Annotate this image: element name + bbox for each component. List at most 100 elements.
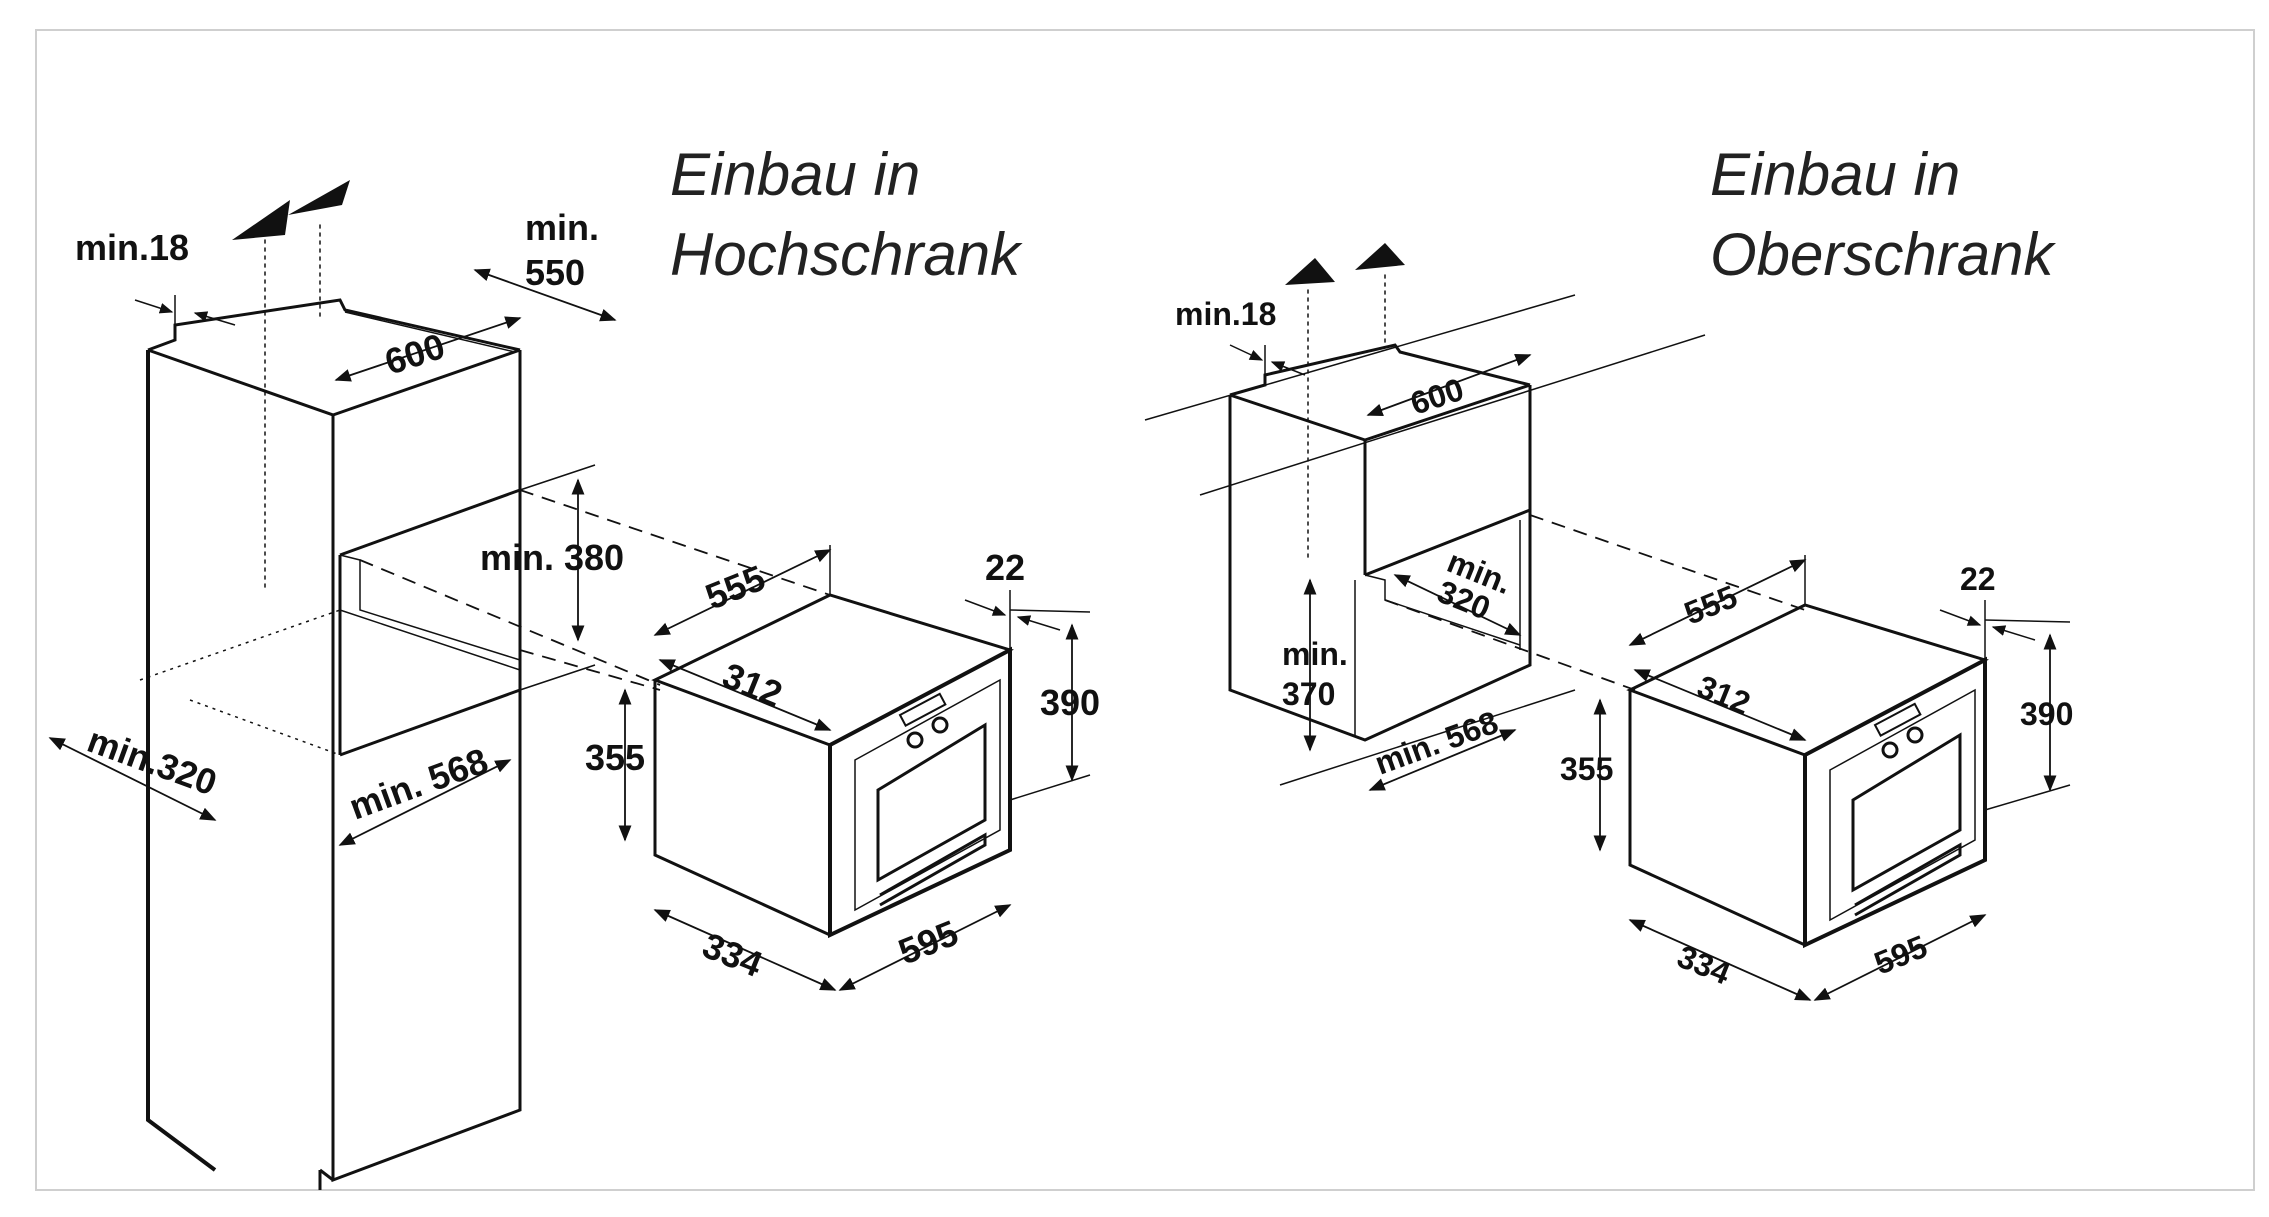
niche-floor-dotted-a	[139, 609, 341, 681]
tall-cabinet-left-edge	[146, 350, 217, 1172]
left-appliance-handle	[879, 832, 987, 907]
right-appliance-display	[1873, 702, 1922, 737]
left-title-line1: Einbau in	[670, 141, 920, 208]
ext-380a	[519, 464, 596, 491]
left-projection-dash-a	[519, 489, 831, 596]
right-installation: Einbau in Oberschrank min.18	[1144, 141, 2073, 1001]
wall-cabinet	[1144, 294, 1706, 786]
right-appliance-side	[1628, 690, 1806, 947]
left-title-line2: Hochschrank	[670, 221, 1023, 288]
r-ext-390a	[1984, 619, 2071, 623]
left-knob-a-icon	[906, 731, 924, 749]
left-ventilation-arrows	[232, 180, 350, 591]
wall-cabinet-top-left	[1229, 393, 1366, 442]
right-projection-dash-b	[1384, 599, 1636, 691]
dim-334-line	[653, 909, 837, 991]
left-appliance	[651, 593, 1014, 939]
dim-595-line	[838, 904, 1012, 991]
right-appliance-handle	[1854, 842, 1962, 917]
right-width-600-label: 600	[1406, 371, 1468, 422]
left-min-380-label: min. 380	[480, 537, 624, 578]
dim-568-line	[338, 759, 512, 846]
left-projection-dash-b	[359, 559, 661, 686]
dim-312-line	[658, 659, 832, 731]
r-dim-568-line	[1368, 729, 1517, 791]
niche-inner-b	[339, 609, 521, 671]
right-appliance-window	[1851, 732, 1962, 893]
wall-cabinet-outline	[1228, 385, 1532, 742]
vent-arrow-a-icon	[232, 200, 290, 240]
right-appliance	[1626, 603, 1989, 949]
right-appliance-top	[1626, 603, 1989, 757]
right-min-370-label-a: min.	[1282, 636, 1348, 672]
left-min-320-label: min.320	[82, 719, 222, 803]
left-appliance-door	[854, 678, 1001, 912]
ext-380b	[519, 664, 596, 691]
r-arrow-18a	[1229, 344, 1264, 361]
wall-line-a	[1144, 294, 1576, 421]
niche-floor-dotted-b	[189, 699, 341, 756]
left-projection-dash-c	[519, 649, 661, 691]
frame-border	[35, 29, 2255, 1191]
r-dim-320-line	[1393, 574, 1522, 636]
dim-555-line	[653, 549, 832, 636]
left-appliance-side	[653, 680, 831, 937]
ext-390b	[1009, 774, 1091, 801]
left-d595-label: 595	[893, 912, 964, 973]
r-dim-600-line	[1366, 353, 1532, 417]
left-appliance-dimensions: 555 312 22 390 355 334 595	[585, 545, 1100, 991]
left-min-568-label: min. 568	[344, 740, 493, 828]
right-vent-arrow-a-icon	[1285, 258, 1335, 285]
left-min-550-label-b: 550	[525, 252, 585, 293]
right-d595-label: 595	[1869, 928, 1932, 981]
ext-390a	[1009, 609, 1091, 613]
right-d312-label: 312	[1692, 668, 1755, 721]
dim-320-line	[48, 737, 217, 821]
right-d390-label: 390	[2020, 696, 2073, 732]
r-dim-595-line	[1813, 914, 1987, 1001]
right-title-line1: Einbau in	[1710, 141, 1960, 208]
left-appliance-display	[898, 692, 947, 727]
arrow-22a	[964, 599, 1007, 616]
niche-inner	[339, 554, 521, 661]
left-cabinet-dimensions: min.18 min. 550 600 min. 380 min.320 min…	[48, 207, 624, 846]
right-min-18-label: min.18	[1175, 296, 1276, 332]
left-min-18-label: min.18	[75, 227, 189, 268]
right-min-370-label-b: 370	[1282, 676, 1335, 712]
left-d22-label: 22	[985, 547, 1025, 588]
niche-bottom-edge	[339, 688, 521, 757]
left-d390-label: 390	[1040, 682, 1100, 723]
right-d334-label: 334	[1672, 938, 1735, 991]
r-arrow-22a	[1939, 609, 1982, 626]
left-appliance-window	[876, 722, 987, 883]
vent-arrow-b-icon	[288, 180, 350, 215]
r-ext-390b	[1984, 784, 2071, 811]
right-d22-label: 22	[1960, 561, 1996, 597]
r-dim-555-line	[1628, 559, 1807, 646]
wall-cabinet-door-bottom	[1364, 508, 1531, 577]
right-knob-b-icon	[1906, 726, 1924, 744]
right-vent-arrow-b-icon	[1355, 243, 1405, 270]
r-arrow-18b	[1270, 361, 1306, 376]
left-installation: Einbau in Hochschrank	[48, 141, 1100, 1190]
left-d355-label: 355	[585, 737, 645, 778]
wall-cabinet-top	[1229, 343, 1531, 397]
dim-550-line	[473, 268, 617, 322]
right-appliance-dimensions: 555 312 22 390 355 334 595	[1560, 555, 2073, 1001]
right-projection-dash-a	[1529, 514, 1806, 611]
left-knob-b-icon	[931, 716, 949, 734]
right-appliance-door	[1829, 688, 1976, 922]
niche-top-edge	[339, 488, 521, 557]
left-min-550-label-a: min.	[525, 207, 599, 248]
r-arrow-22b	[1991, 625, 2036, 641]
right-knob-a-icon	[1881, 741, 1899, 759]
left-appliance-front	[828, 646, 1012, 939]
right-ventilation-arrows	[1285, 243, 1405, 561]
right-title-line2: Oberschrank	[1710, 221, 2056, 288]
arrow-18b	[193, 311, 236, 326]
right-d555-label: 555	[1679, 578, 1742, 631]
right-d355-label: 355	[1560, 751, 1613, 787]
tall-cabinet-plinth-b	[319, 1168, 334, 1182]
r-dim-312-line	[1633, 669, 1807, 741]
